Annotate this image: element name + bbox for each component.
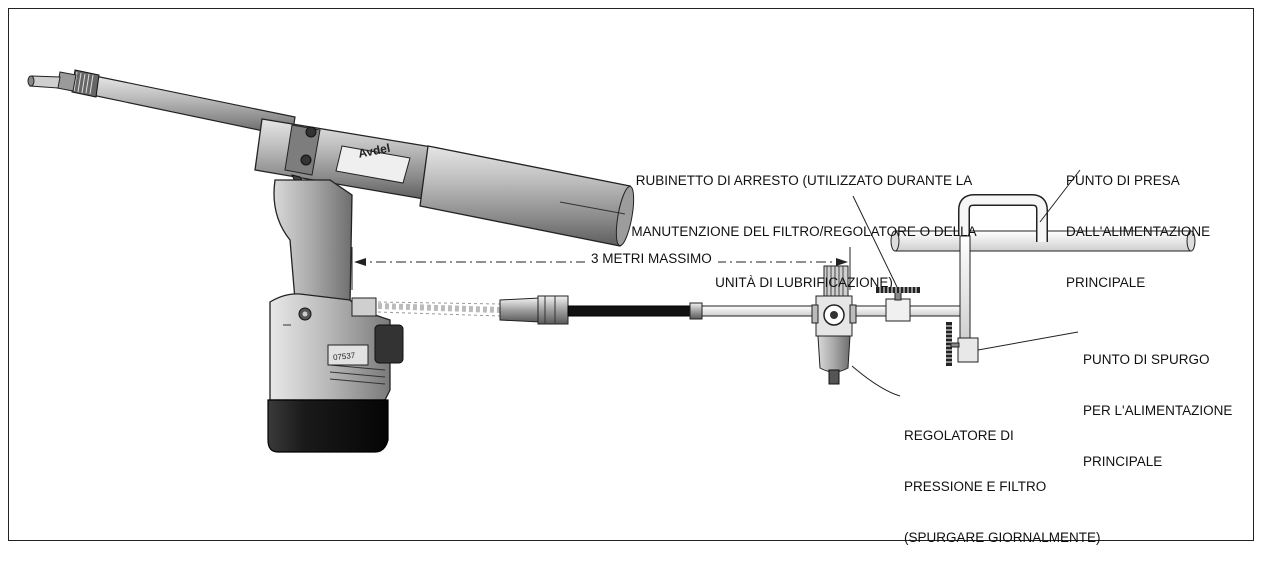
max-distance-label: 3 METRI MASSIMO bbox=[585, 250, 718, 267]
drain-point-line: PER L'ALIMENTAZIONE bbox=[1083, 403, 1233, 418]
regulator-label: REGOLATORE DI PRESSIONE E FILTRO (SPURGA… bbox=[904, 393, 1101, 563]
diagram-frame bbox=[8, 8, 1254, 541]
take-off-line: PRINCIPALE bbox=[1066, 275, 1146, 290]
rivet-tool bbox=[27, 69, 635, 453]
regulator-line: REGOLATORE DI bbox=[904, 428, 1014, 443]
regulator-line: PRESSIONE E FILTRO bbox=[904, 479, 1047, 494]
shutoff-valve-line: MANUTENZIONE DEL FILTRO/REGOLATORE O DEL… bbox=[631, 224, 977, 239]
shutoff-valve-line: UNITÀ DI LUBRIFICAZIONE) bbox=[715, 275, 893, 290]
drain-point-line: PRINCIPALE bbox=[1083, 454, 1163, 469]
main-air-line bbox=[890, 194, 1196, 366]
regulator-line: (SPURGARE GIORNALMENTE) bbox=[904, 530, 1101, 545]
knurled-nose bbox=[27, 69, 100, 98]
drain-point-label: PUNTO DI SPURGO PER L'ALIMENTAZIONE PRIN… bbox=[1083, 317, 1232, 487]
leader-lines bbox=[851, 169, 1081, 397]
filter-regulator bbox=[811, 265, 857, 385]
shutoff-valve bbox=[876, 287, 920, 322]
take-off-label: PUNTO DI PRESA DALL'ALIMENTAZIONE PRINCI… bbox=[1066, 138, 1210, 308]
take-off-line: DALL'ALIMENTAZIONE bbox=[1066, 224, 1211, 239]
take-off-line: PUNTO DI PRESA bbox=[1066, 173, 1180, 188]
air-supply-diagram bbox=[27, 69, 1196, 453]
drain-point-line: PUNTO DI SPURGO bbox=[1083, 352, 1210, 367]
shutoff-valve-label: RUBINETTO DI ARRESTO (UTILIZZATO DURANTE… bbox=[616, 138, 992, 308]
air-hose bbox=[377, 295, 813, 325]
shutoff-valve-line: RUBINETTO DI ARRESTO (UTILIZZATO DURANTE… bbox=[635, 173, 973, 188]
